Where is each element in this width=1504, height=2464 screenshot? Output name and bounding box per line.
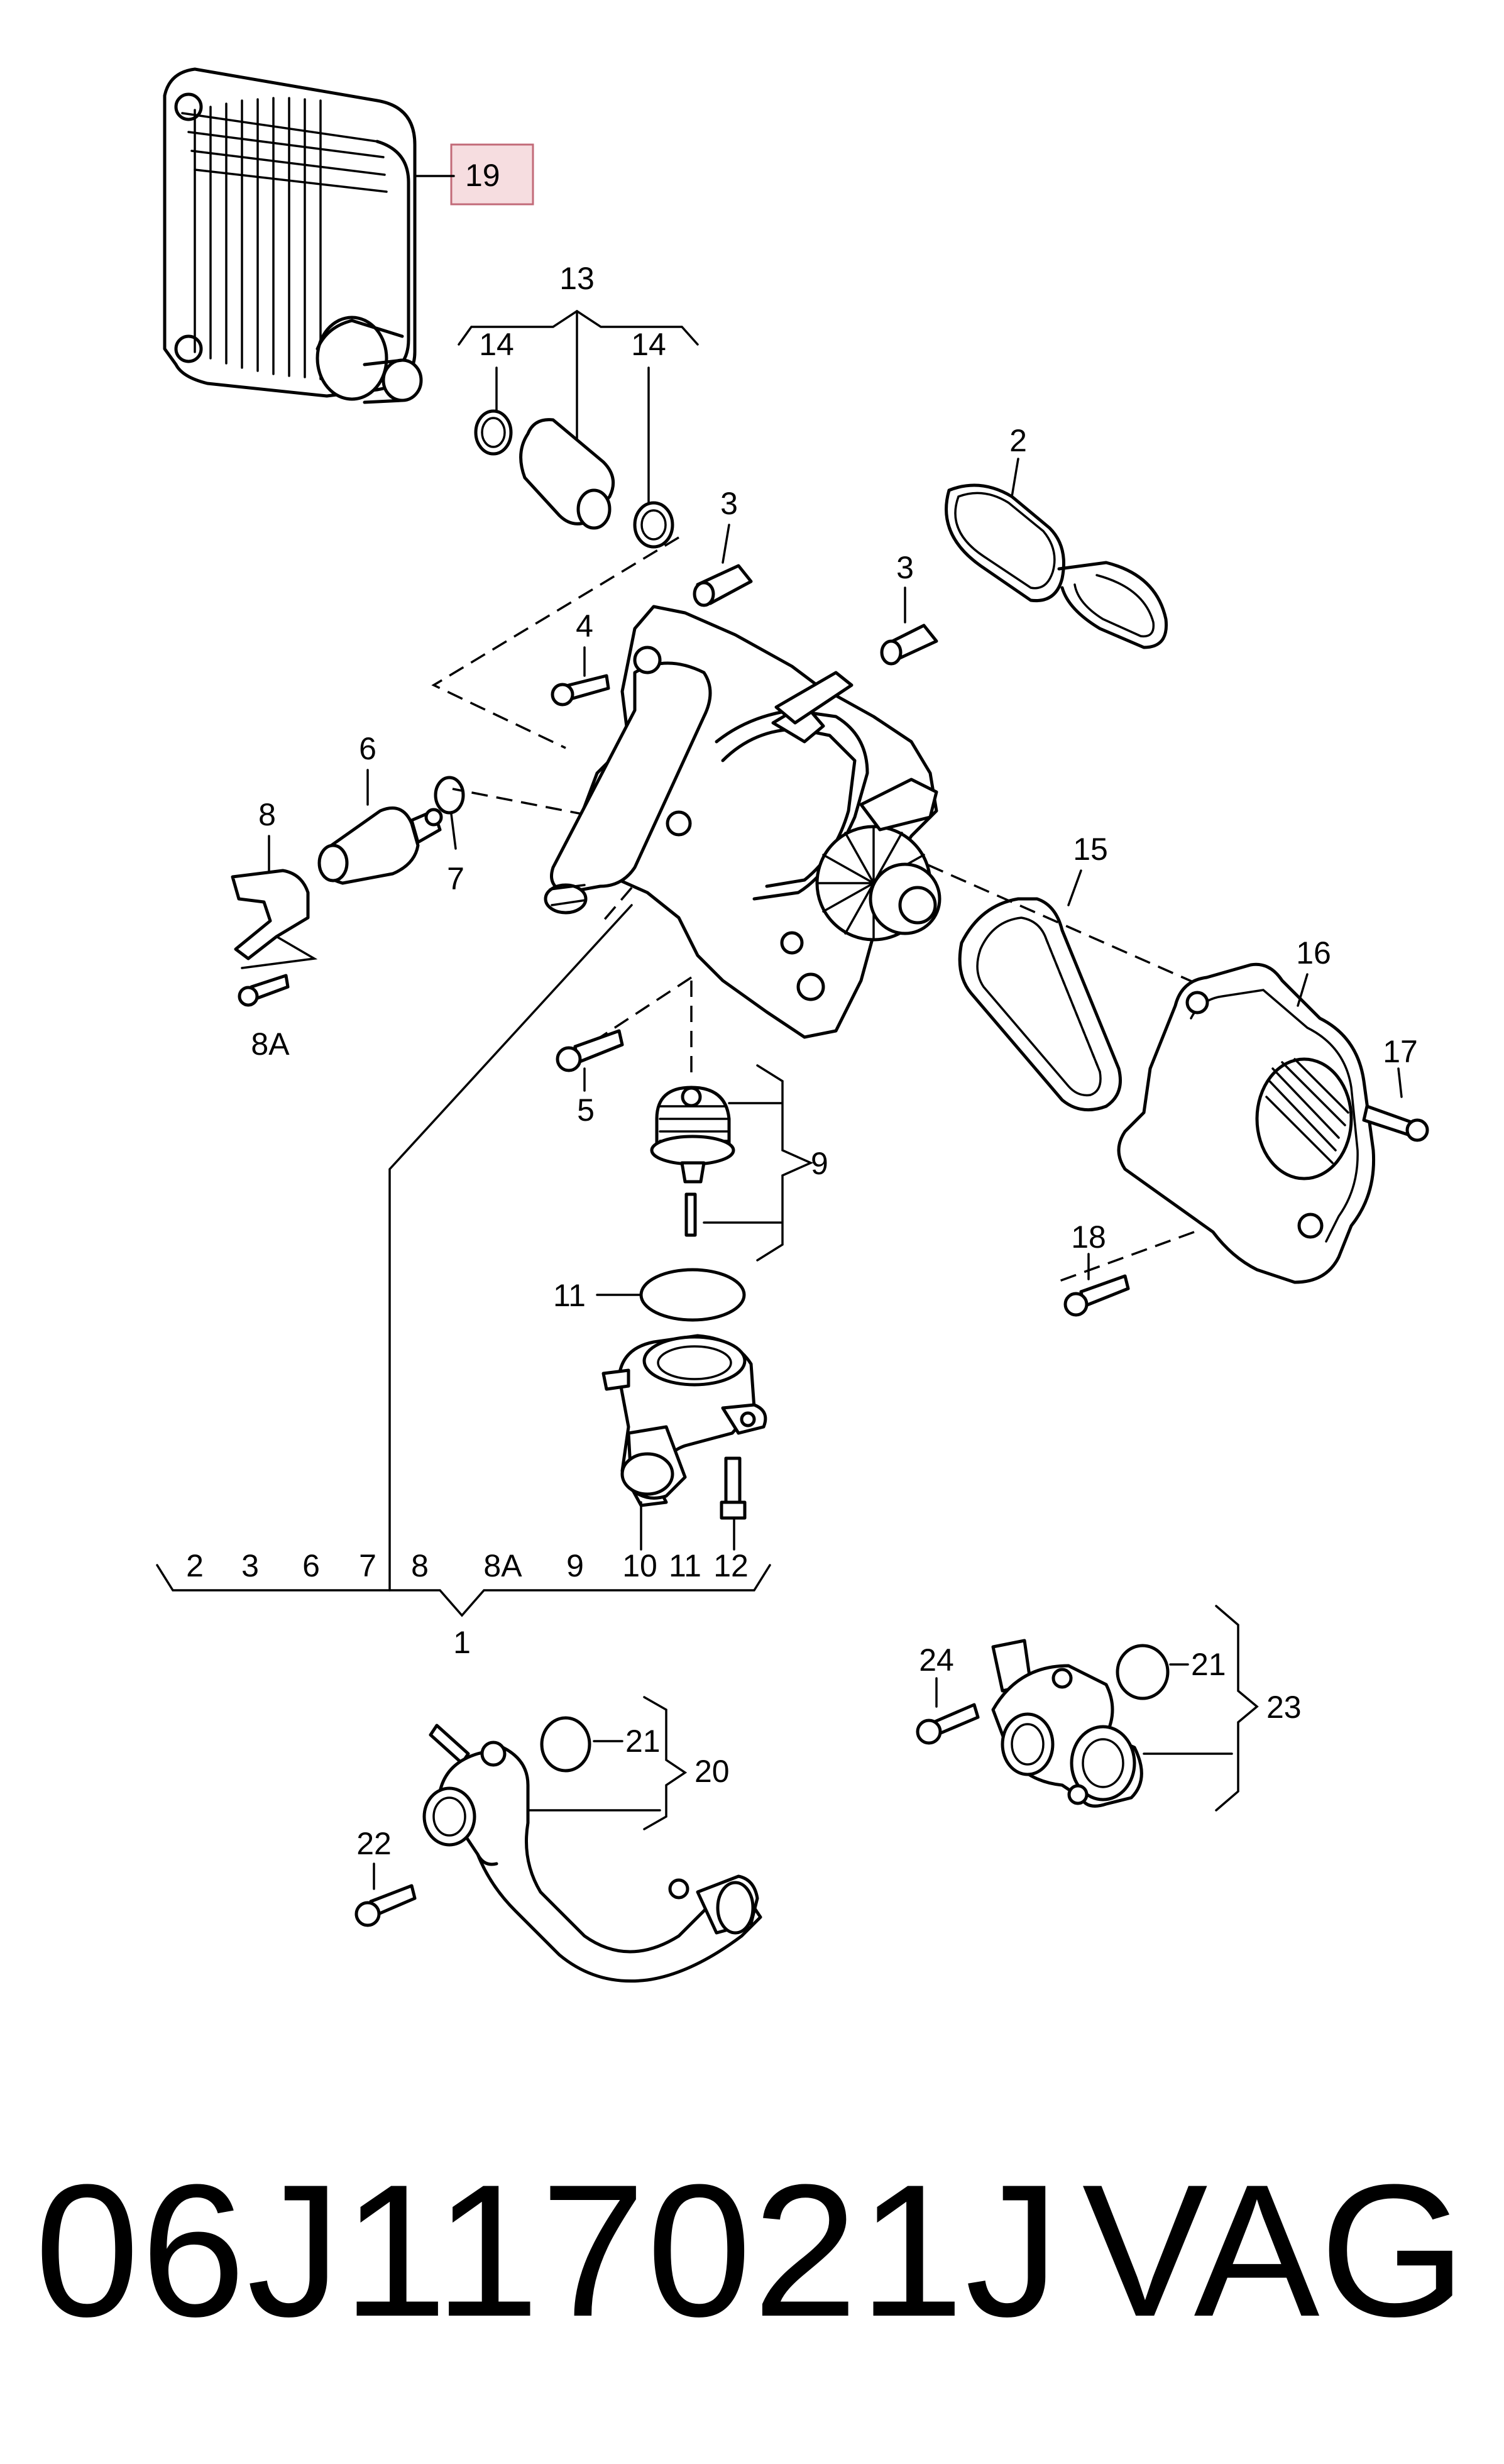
bracket-9 [703, 1064, 814, 1262]
kit-item-10: 10 [622, 1548, 657, 1583]
bracket-23 [1143, 1605, 1259, 1812]
callout-7: 7 [447, 861, 464, 896]
callout-11: 11 [553, 1278, 586, 1313]
kit-item-9: 9 [566, 1548, 584, 1583]
bolt-22 [354, 1884, 417, 1927]
callout-3-upper: 3 [720, 486, 738, 521]
callout-14-right: 14 [631, 327, 666, 362]
kit-item-11: 11 [669, 1548, 701, 1583]
callout-2: 2 [1009, 423, 1027, 458]
o-ring-7 [434, 776, 465, 815]
dowel-pin-3-lower [880, 624, 938, 666]
kit-item-6: 6 [302, 1548, 320, 1583]
kit-item-8: 8 [411, 1548, 429, 1583]
callout-5: 5 [577, 1092, 595, 1128]
o-ring-14-left [474, 409, 513, 456]
coolant-pipe-20 [422, 1724, 762, 1983]
coolant-flange-23 [991, 1639, 1143, 1808]
kit-item-3: 3 [241, 1548, 259, 1583]
water-pump-housing-1 [544, 605, 941, 1039]
connector-13 [519, 418, 615, 530]
footer: 06J117021J VAG [0, 2118, 1504, 2382]
dowel-pin-3-upper [693, 564, 753, 607]
temperature-sensor-6 [317, 806, 443, 885]
bolt-12 [720, 1456, 747, 1520]
callout-19-highlight [450, 143, 534, 206]
bolt-24 [916, 1703, 980, 1745]
oil-cooler [163, 67, 423, 404]
kit-leader [388, 904, 633, 1592]
bolt-18 [1063, 1274, 1130, 1317]
thermostat-9 [650, 1086, 735, 1237]
callout-6: 6 [359, 731, 376, 766]
callout-19: 19 [465, 158, 500, 193]
callout-8: 8 [258, 797, 276, 832]
bolt-8a [238, 974, 290, 1007]
clip-8 [231, 869, 318, 969]
toothed-belt-15 [958, 897, 1122, 1112]
callout-1: 1 [453, 1625, 471, 1660]
callout-16: 16 [1296, 935, 1331, 971]
callout-18: 18 [1071, 1219, 1106, 1255]
callout-21-left: 21 [625, 1724, 661, 1759]
bolt-5 [556, 1029, 624, 1072]
callout-20: 20 [694, 1754, 730, 1789]
callout-13: 13 [559, 261, 595, 296]
o-ring-14-right [633, 501, 674, 549]
kit-bracket [156, 1564, 771, 1617]
brand-name: VAG [1082, 2145, 1466, 2356]
o-ring-11 [639, 1268, 746, 1322]
callout-21-right: 21 [1191, 1647, 1226, 1682]
belt-cover-16 [1117, 962, 1376, 1284]
gasket-2 [945, 483, 1168, 649]
o-ring-21-left [540, 1716, 591, 1773]
impeller [815, 825, 941, 942]
callout-24: 24 [919, 1642, 954, 1678]
callout-23: 23 [1266, 1690, 1302, 1725]
callout-8a: 8A [251, 1026, 290, 1062]
callout-17: 17 [1383, 1034, 1418, 1069]
kit-item-12: 12 [713, 1548, 749, 1583]
bolt-4 [551, 674, 610, 707]
callout-22: 22 [356, 1826, 392, 1861]
bolt-17 [1362, 1104, 1429, 1142]
callout-9: 9 [811, 1146, 828, 1181]
callout-4: 4 [576, 608, 593, 644]
thermostat-housing-10 [601, 1334, 767, 1507]
kit-item-7: 7 [359, 1548, 376, 1583]
callout-15: 15 [1073, 832, 1108, 867]
kit-item-8a: 8A [483, 1548, 522, 1583]
o-ring-21-right [1116, 1644, 1170, 1700]
part-number: 06J117021J [35, 2145, 1061, 2356]
bracket-20 [527, 1696, 688, 1830]
callout-14-left: 14 [479, 327, 514, 362]
callout-3-lower: 3 [896, 550, 914, 585]
exploded-parts-diagram: 19 13 14 14 2 3 3 4 [156, 67, 1429, 1983]
kit-item-2: 2 [186, 1548, 204, 1583]
